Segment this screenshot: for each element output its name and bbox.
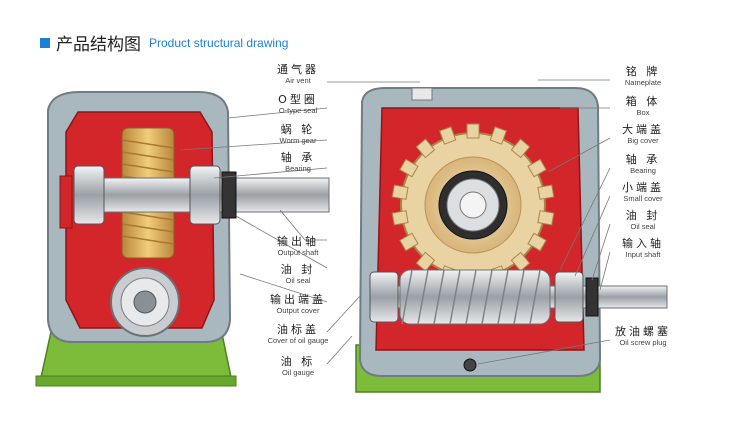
- label-oil-screw-plug: 放油螺塞 Oil screw plug: [606, 326, 680, 347]
- left-side-plate: [59, 175, 73, 229]
- label-air-vent-en: Air vent: [285, 76, 311, 85]
- right-bearing-left: [369, 271, 399, 323]
- label-o-type-seal-cn: O型圈: [278, 93, 318, 106]
- label-worm-gear-en: Worm gear: [279, 136, 317, 145]
- label-nameplate-cn: 铭 牌: [625, 65, 661, 78]
- label-box-en: Box: [636, 108, 650, 117]
- label-nameplate: 铭 牌 Nameplate: [610, 66, 676, 87]
- label-output-shaft-en: Output shaft: [277, 248, 319, 257]
- label-bearing-right-en: Bearing: [630, 166, 656, 175]
- oil-seal-left-part: [221, 171, 237, 219]
- label-small-cover-en: Small cover: [623, 194, 663, 203]
- label-oil-screw-plug-cn: 放油螺塞: [615, 325, 671, 338]
- label-o-type-seal-en: O-type seal: [278, 106, 318, 115]
- label-output-shaft: 输出轴 Output shaft: [266, 236, 330, 257]
- title-english: Product structural drawing: [149, 35, 289, 50]
- label-bearing-left: 轴 承 Bearing: [266, 152, 330, 173]
- label-worm-gear-cn: 蜗 轮: [280, 123, 316, 136]
- right-bearing-right: [554, 271, 584, 323]
- bearing-left-outer: [73, 165, 105, 225]
- label-output-shaft-cn: 输出轴: [277, 235, 319, 248]
- title-chinese: 产品结构图: [56, 35, 141, 55]
- bearing-right-outer: [189, 165, 221, 225]
- label-input-shaft-cn: 输入轴: [622, 237, 664, 250]
- label-bearing-right-cn: 轴 承: [625, 153, 661, 166]
- right-oil-seal: [585, 277, 599, 317]
- diagram-title: 产品结构图 Product structural drawing: [40, 30, 288, 55]
- label-oil-seal-left-en: Oil seal: [285, 276, 311, 285]
- label-output-cover-en: Output cover: [276, 306, 320, 315]
- label-air-vent-cn: 通气器: [277, 63, 319, 76]
- label-cover-of-oil-gauge-cn: 油标盖: [277, 323, 319, 336]
- label-output-cover: 输出端盖 Output cover: [266, 294, 330, 315]
- label-cover-of-oil-gauge-en: Cover of oil gauge: [267, 336, 329, 345]
- label-big-cover-en: Big cover: [627, 136, 659, 145]
- big-worm-wheel: [391, 123, 555, 287]
- left-gearbox-section: [35, 91, 330, 387]
- air-vent-part: [411, 87, 433, 101]
- label-nameplate-en: Nameplate: [624, 78, 662, 87]
- worm-end-inner: [133, 290, 157, 314]
- label-input-shaft-en: Input shaft: [625, 250, 661, 259]
- label-worm-gear: 蜗 轮 Worm gear: [266, 124, 330, 145]
- label-big-cover-cn: 大端盖: [622, 123, 664, 136]
- label-box-cn: 箱 体: [625, 95, 661, 108]
- label-bearing-right: 轴 承 Bearing: [610, 154, 676, 175]
- worm-thread: [399, 269, 551, 325]
- label-air-vent: 通气器 Air vent: [268, 64, 328, 85]
- label-output-cover-cn: 输出端盖: [270, 293, 326, 306]
- label-big-cover: 大端盖 Big cover: [610, 124, 676, 145]
- label-oil-gauge-cn: 油 标: [280, 355, 316, 368]
- label-input-shaft: 输入轴 Input shaft: [610, 238, 676, 259]
- right-gearbox-section: [355, 87, 668, 393]
- label-oil-gauge: 油 标 Oil gauge: [266, 356, 330, 377]
- label-oil-seal-left: 油 封 Oil seal: [266, 264, 330, 285]
- label-oil-seal-right: 油 封 Oil seal: [610, 210, 676, 231]
- label-small-cover: 小端盖 Small cover: [610, 182, 676, 203]
- left-base-foot: [35, 375, 237, 387]
- label-oil-screw-plug-en: Oil screw plug: [619, 338, 667, 347]
- label-o-type-seal: O型圈 O-type seal: [266, 94, 330, 115]
- label-oil-seal-right-cn: 油 封: [625, 209, 661, 222]
- label-oil-seal-right-en: Oil seal: [630, 222, 656, 231]
- label-cover-of-oil-gauge: 油标盖 Cover of oil gauge: [262, 324, 334, 345]
- label-bearing-left-cn: 轴 承: [280, 151, 316, 164]
- leader-lines: [179, 79, 611, 365]
- label-small-cover-cn: 小端盖: [622, 181, 664, 194]
- label-box: 箱 体 Box: [610, 96, 676, 117]
- label-oil-gauge-en: Oil gauge: [281, 368, 315, 377]
- label-bearing-left-en: Bearing: [285, 164, 311, 173]
- label-oil-seal-left-cn: 油 封: [280, 263, 316, 276]
- oil-screw-plug-part: [463, 358, 477, 372]
- title-marker: [40, 37, 50, 48]
